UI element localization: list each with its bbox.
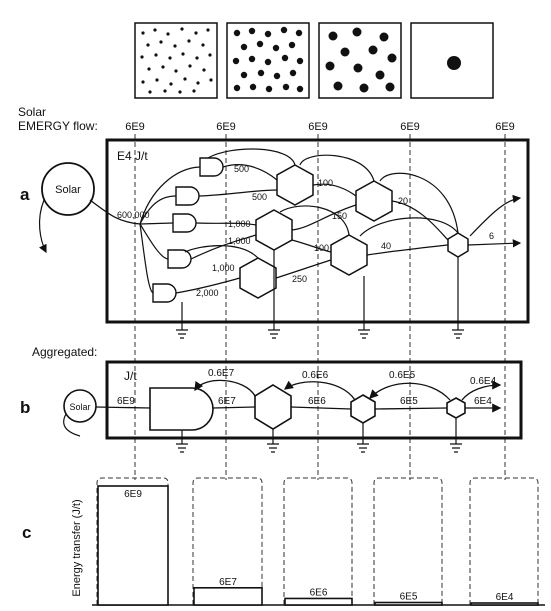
energy-bar-1 — [97, 485, 169, 606]
energy-bar-label-2: 6E7 — [219, 577, 237, 588]
guide-lines — [134, 134, 506, 480]
density-square-1 — [134, 22, 218, 99]
panel-a-flows — [139, 148, 522, 294]
heat-sinks-a — [176, 250, 464, 339]
consumer-hexagons — [239, 164, 469, 299]
density-dots-3 — [325, 27, 397, 93]
density-dots-1 — [140, 27, 213, 94]
flow-label-a-3: 1,000 — [228, 219, 251, 229]
density-dot-4 — [447, 56, 461, 70]
solar-header-line1: Solar — [18, 105, 46, 119]
aggregated-producer-tank — [149, 387, 214, 431]
flow-label-a-5: 1,000 — [212, 263, 235, 273]
density-squares — [134, 22, 494, 99]
flow-label-a-8: 150 — [332, 211, 347, 221]
flow-label-a-9: 100 — [314, 243, 329, 253]
flow-label-a-13: 6 — [489, 231, 494, 241]
panel-b-letter: b — [20, 398, 30, 417]
aggregated-label: Aggregated: — [32, 345, 97, 359]
solar-source-a-label: Solar — [55, 184, 81, 196]
emergy-value-5: 6E9 — [495, 121, 515, 133]
flow-label-a-12: 40 — [381, 241, 391, 251]
input-flow-label-b: 6E9 — [117, 396, 135, 407]
heat-sinks-b — [176, 418, 462, 453]
bar-outlines — [96, 477, 539, 605]
energy-bar-5 — [470, 602, 539, 606]
energy-bar-2 — [193, 586, 263, 606]
energy-bar-3 — [284, 597, 353, 606]
solar-header-line2: EMERGY flow: — [18, 119, 98, 133]
panel-a-frame — [105, 138, 530, 324]
density-square-4 — [410, 22, 494, 99]
panel-a-letter: a — [20, 185, 30, 204]
energy-bar-label-4: 6E5 — [400, 592, 418, 603]
forward-label-b-4: 6E4 — [474, 396, 492, 407]
flow-label-a-11: 20 — [398, 196, 408, 206]
emergy-value-1: 6E9 — [125, 121, 145, 133]
flow-label-a-4: 1,000 — [228, 236, 251, 246]
emergy-value-3: 6E9 — [308, 121, 328, 133]
energy-bar-label-3: 6E6 — [310, 587, 328, 598]
emergy-value-2: 6E9 — [216, 121, 236, 133]
energy-bar-label-1: 6E9 — [124, 489, 142, 500]
density-dots-2 — [232, 26, 304, 93]
solar-outflow-a — [38, 199, 47, 254]
emergy-value-4: 6E9 — [400, 121, 420, 133]
flow-label-a-6: 2,000 — [196, 288, 219, 298]
panel-c-letter: c — [22, 523, 31, 542]
feedback-label-b-4: 0.6E4 — [470, 376, 497, 387]
energy-bar-label-5: 6E4 — [496, 592, 514, 603]
flow-label-a-1: 500 — [234, 164, 249, 174]
energy-bar-4 — [374, 601, 443, 606]
feedback-label-b-1: 0.6E7 — [208, 368, 235, 379]
producer-tanks — [152, 157, 224, 303]
flow-label-a-10: 250 — [292, 274, 307, 284]
input-flow-label-a: 600,000 — [117, 210, 150, 220]
aggregated-consumer-3 — [446, 397, 466, 419]
forward-label-b-2: 6E6 — [308, 396, 326, 407]
panel-b-frame — [105, 360, 523, 440]
solar-input-flow-a — [89, 199, 141, 225]
panel-a-unit: E4 J/t — [117, 149, 148, 163]
flow-label-a-2: 500 — [252, 192, 267, 202]
solar-outflow-b — [63, 413, 81, 437]
solar-source-b — [63, 389, 97, 423]
forward-label-b-3: 6E5 — [400, 396, 418, 407]
panel-b-unit: J/t — [124, 369, 137, 383]
aggregated-consumer-1 — [254, 384, 292, 430]
density-square-2 — [226, 22, 310, 99]
energy-bars — [97, 485, 539, 606]
feedback-label-b-3: 0.6E5 — [389, 370, 416, 381]
energy-bar-labels: 6E9 6E7 6E6 6E5 6E4 — [124, 489, 514, 603]
flow-label-a-7: 100 — [318, 178, 333, 188]
panel-b-flows — [95, 379, 502, 413]
solar-source-b-label: Solar — [69, 402, 90, 412]
forward-label-b-1: 6E7 — [218, 396, 236, 407]
chart-ylabel: Energy transfer (J/t) — [71, 499, 83, 596]
solar-source-a — [41, 162, 95, 216]
panel-b-chain — [149, 384, 466, 431]
density-square-3 — [318, 22, 402, 99]
feedback-label-b-2: 0.6E6 — [302, 370, 329, 381]
